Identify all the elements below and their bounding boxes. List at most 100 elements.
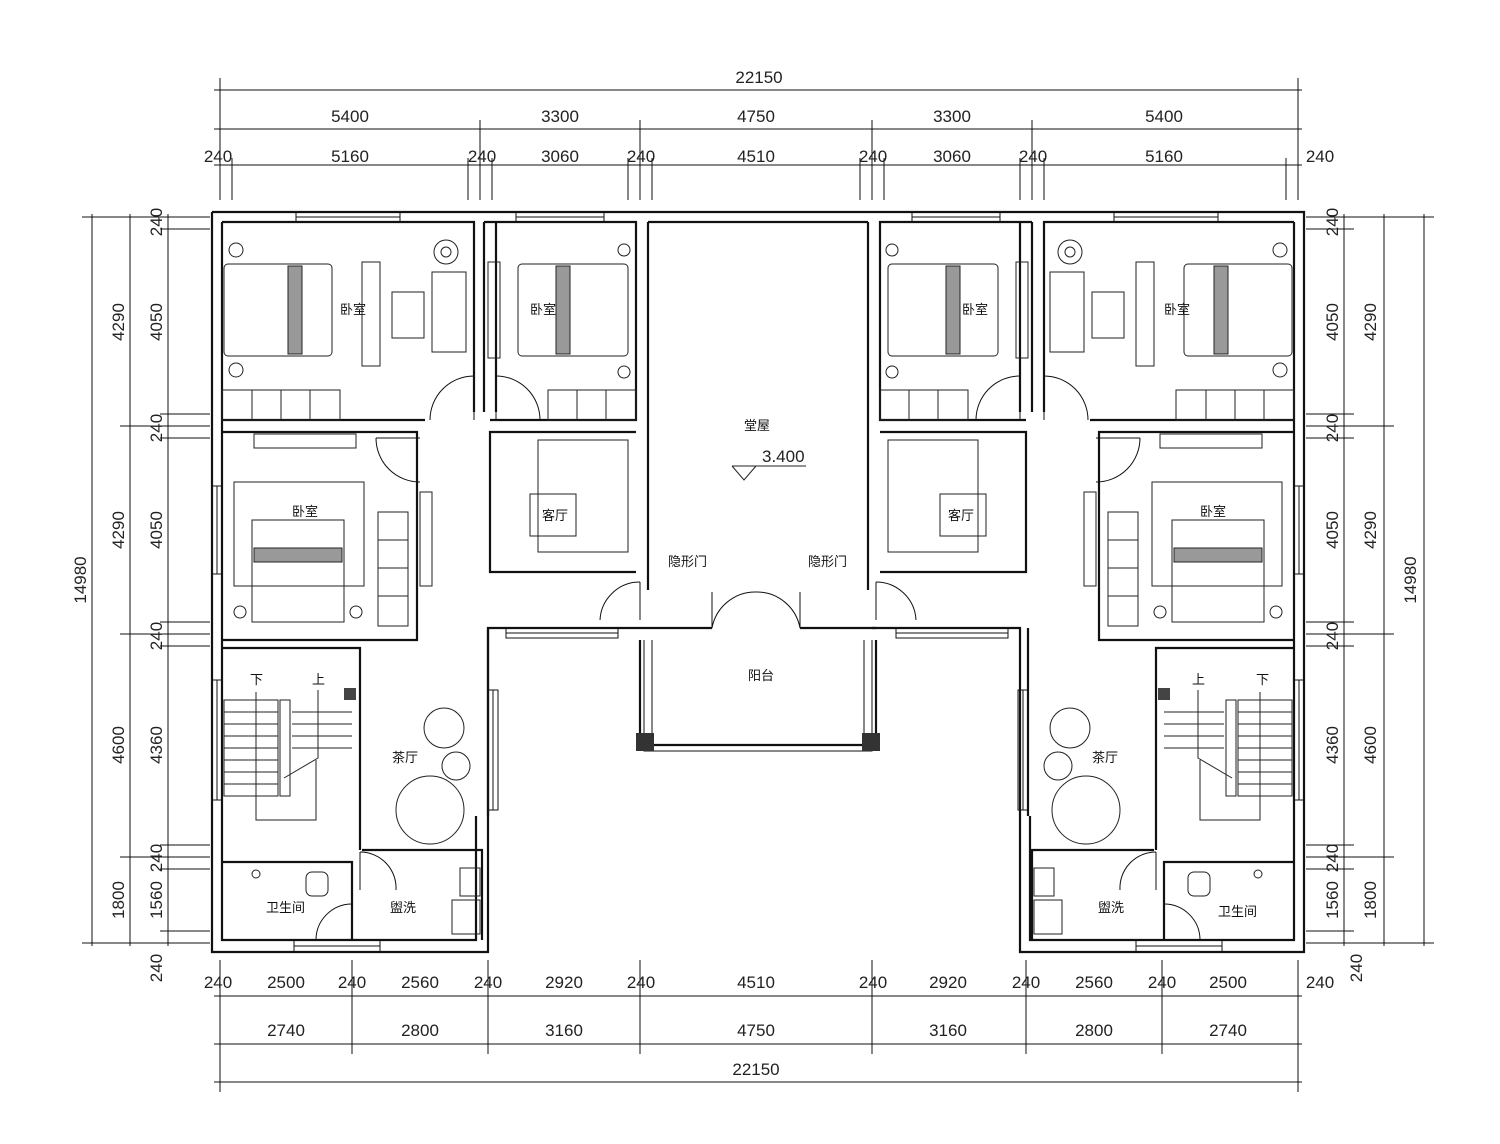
right-dim: 240: [1323, 208, 1342, 236]
left-dim: 1560: [147, 881, 166, 919]
left-dimension-labels: 14980 4290 4290 4600 1800 240 4050 240 4…: [71, 208, 166, 982]
stair-up-label: 上: [312, 673, 325, 688]
stair-down-label: 下: [250, 673, 263, 688]
left-dim: 4290: [109, 511, 128, 549]
bottom-dim: 2920: [545, 973, 583, 992]
bottom-dim: 240: [859, 973, 887, 992]
doors: [315, 375, 1201, 941]
dimension-lines: [82, 78, 1434, 1092]
hidden-door-label: 隐形门: [808, 555, 847, 570]
washroom-label: 盥洗: [1098, 901, 1124, 916]
bottom-dim: 3160: [545, 1021, 583, 1040]
bottom-dim: 2500: [1209, 973, 1247, 992]
bottom-overall-dim: 22150: [732, 1060, 779, 1079]
column: [1158, 688, 1170, 700]
right-overall-dim: 14980: [1401, 556, 1420, 603]
bedroom-label: 卧室: [1200, 504, 1226, 520]
top-dim: 240: [468, 147, 496, 166]
stair-down-label: 下: [1256, 673, 1269, 688]
left-dim: 1800: [109, 881, 128, 919]
right-dim: 1800: [1361, 881, 1380, 919]
bottom-dim: 4750: [737, 1021, 775, 1040]
top-dim: 240: [1019, 147, 1047, 166]
balcony-label: 阳台: [748, 669, 774, 684]
bottom-dim: 4510: [737, 973, 775, 992]
bottom-dim: 2800: [401, 1021, 439, 1040]
top-overall-dim: 22150: [735, 68, 782, 87]
top-dim: 3300: [933, 107, 971, 126]
furniture: [221, 239, 1295, 935]
left-dim: 240: [147, 414, 166, 442]
bedroom-label: 卧室: [292, 504, 318, 520]
left-dim: 240: [147, 844, 166, 872]
top-dim: 240: [1306, 147, 1334, 166]
bottom-dim: 2560: [1075, 973, 1113, 992]
top-dim: 3060: [541, 147, 579, 166]
top-dim: 3060: [933, 147, 971, 166]
bottom-dim: 3160: [929, 1021, 967, 1040]
top-dim: 5400: [331, 107, 369, 126]
walls: [210, 210, 1306, 954]
left-dim: 240: [147, 622, 166, 650]
windows: [211, 211, 1305, 953]
room-labels: 卧室 卧室 卧室 卧室 卧室 卧室 客厅 客厅 堂屋 3.400 隐形门 隐形门…: [250, 302, 1269, 920]
bottom-dim: 240: [1148, 973, 1176, 992]
right-dim: 4600: [1361, 726, 1380, 764]
bathroom-label: 卫生间: [1218, 905, 1257, 920]
tea-room-label: 茶厅: [1092, 750, 1118, 766]
bottom-dim: 2740: [267, 1021, 305, 1040]
top-dim: 240: [204, 147, 232, 166]
bottom-dim: 240: [474, 973, 502, 992]
bedroom-label: 卧室: [530, 302, 556, 318]
top-dim: 4510: [737, 147, 775, 166]
right-dimension-labels: 14980 4290 4290 4600 1800 240 4050 240 4…: [1323, 208, 1420, 982]
left-dim: 4600: [109, 726, 128, 764]
left-dim: 240: [147, 208, 166, 236]
left-dim: 4050: [147, 511, 166, 549]
column: [344, 688, 356, 700]
hall-level-label: 3.400: [762, 447, 805, 466]
stair-up-label: 上: [1192, 673, 1205, 688]
living-room-label: 客厅: [542, 508, 568, 524]
top-dim: 5400: [1145, 107, 1183, 126]
living-room-label: 客厅: [948, 508, 974, 524]
left-dim: 4050: [147, 303, 166, 341]
left-overall-dim: 14980: [71, 556, 90, 603]
right-dim: 4050: [1323, 511, 1342, 549]
right-dim: 240: [1323, 844, 1342, 872]
bottom-dim: 2560: [401, 973, 439, 992]
top-dim: 5160: [1145, 147, 1183, 166]
right-dim: 4290: [1361, 511, 1380, 549]
right-dim: 240: [1347, 954, 1366, 982]
bottom-dim: 240: [627, 973, 655, 992]
bathroom-label: 卫生间: [266, 901, 305, 916]
bedroom-label: 卧室: [340, 302, 366, 318]
tea-room-label: 茶厅: [392, 750, 418, 766]
top-dim: 3300: [541, 107, 579, 126]
column: [636, 733, 654, 751]
bedroom-label: 卧室: [1164, 302, 1190, 318]
left-dim: 4290: [109, 303, 128, 341]
right-dim: 240: [1323, 622, 1342, 650]
bottom-dim: 2500: [267, 973, 305, 992]
bottom-dimension-labels: 240 2500 240 2560 240 2920 240 4510 240 …: [204, 973, 1334, 1079]
bedroom-label: 卧室: [962, 302, 988, 318]
left-dim: 4360: [147, 726, 166, 764]
bottom-dim: 240: [338, 973, 366, 992]
bottom-dim: 240: [1012, 973, 1040, 992]
right-dim: 4360: [1323, 726, 1342, 764]
right-dim: 1560: [1323, 881, 1342, 919]
hidden-door-label: 隐形门: [668, 555, 707, 570]
top-dimension-labels: 22150 5400 3300 4750 3300 5400 240 5160 …: [204, 68, 1334, 166]
bottom-dim: 240: [1306, 973, 1334, 992]
right-dim: 4290: [1361, 303, 1380, 341]
bottom-dim: 2800: [1075, 1021, 1113, 1040]
left-dim: 240: [147, 954, 166, 982]
main-hall-label: 堂屋: [744, 419, 770, 434]
top-dim: 240: [859, 147, 887, 166]
top-dim: 240: [627, 147, 655, 166]
right-dim: 4050: [1323, 303, 1342, 341]
top-dim: 4750: [737, 107, 775, 126]
bottom-dim: 2740: [1209, 1021, 1247, 1040]
